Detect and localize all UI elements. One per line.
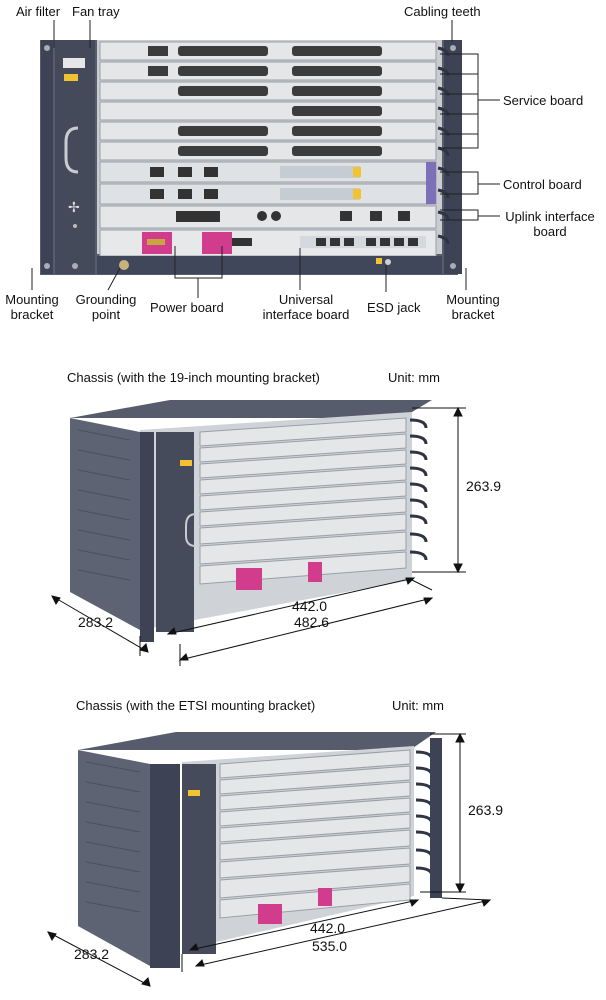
caption-19inch: Chassis (with the 19-inch mounting brack… — [67, 370, 320, 385]
connector — [178, 146, 268, 156]
esd-jack — [385, 259, 391, 265]
power-board — [202, 232, 232, 254]
label-air-filter: Air filter — [16, 4, 61, 19]
left-bracket-19 — [140, 432, 154, 642]
bracket-screw — [44, 45, 50, 51]
label-mounting-bracket-right: Mounting bracket — [446, 292, 500, 322]
cabling-teeth — [437, 46, 450, 245]
etsi-right-bracket — [430, 738, 442, 898]
unit-19inch: Unit: mm — [388, 370, 440, 385]
label-control-board: Control board — [503, 177, 582, 192]
label-fan-tray: Fan tray — [72, 4, 120, 19]
label-power-board: Power board — [150, 300, 224, 315]
unit-etsi: Unit: mm — [392, 698, 444, 713]
bracket-screw — [450, 263, 456, 269]
connector — [292, 106, 382, 116]
dim-etsi-width-body: 442.0 — [310, 920, 346, 936]
bracket-screw — [72, 263, 78, 269]
dim-19-height: 263.9 — [466, 478, 502, 494]
warning-label — [64, 74, 78, 81]
chassis-top-etsi — [78, 732, 436, 750]
connector — [292, 146, 382, 156]
label-mounting-bracket-left: Mounting bracket — [5, 292, 59, 322]
connector — [178, 126, 268, 136]
bracket-screw — [450, 45, 456, 51]
connector — [292, 86, 382, 96]
label-uplink-interface-board: Uplink interface board — [505, 209, 595, 239]
bracket-screw — [44, 263, 50, 269]
connector — [178, 46, 268, 56]
cabling-teeth-19 — [409, 418, 428, 561]
control-boards — [99, 161, 437, 205]
fan-tray-handle — [64, 126, 79, 174]
front-view-diagram: ✢ — [31, 20, 500, 298]
label-cabling-teeth: Cabling teeth — [404, 4, 481, 19]
dim-19-depth: 283.2 — [78, 614, 114, 630]
chassis-top — [70, 400, 432, 418]
grounding-point — [119, 260, 129, 270]
fan-led — [73, 224, 77, 228]
etsi-left-bracket — [150, 764, 180, 968]
dim-19-width-body: 442.0 — [292, 598, 328, 614]
connector — [148, 46, 168, 56]
dim-etsi-depth: 283.2 — [74, 946, 110, 962]
leader-lines — [31, 20, 500, 298]
connector — [292, 126, 382, 136]
boards-19 — [199, 417, 407, 585]
connector — [292, 46, 382, 56]
left-mounting-bracket — [41, 40, 53, 274]
connector — [178, 66, 268, 76]
label-service-board: Service board — [503, 93, 584, 108]
connector — [178, 86, 268, 96]
chassis-bottom — [97, 256, 442, 274]
service-boards — [99, 41, 437, 161]
label-esd-jack: ESD jack — [367, 300, 421, 315]
dim-etsi-width-total: 535.0 — [312, 938, 348, 954]
cabling-teeth-etsi — [415, 750, 434, 877]
right-mounting-bracket — [444, 40, 462, 274]
connector — [292, 66, 382, 76]
caption-etsi: Chassis (with the ETSI mounting bracket) — [76, 698, 316, 713]
connector — [148, 66, 168, 76]
label-universal-interface-board: Universal interface board — [262, 292, 350, 322]
fan-icon: ✢ — [68, 199, 80, 215]
dim-etsi-height: 263.9 — [468, 802, 504, 818]
fan-tray-label — [63, 58, 85, 68]
dim-19-width-total: 482.6 — [294, 614, 330, 630]
boards-etsi — [219, 749, 411, 919]
label-grounding-point: Grounding point — [75, 292, 137, 322]
chassis-side — [70, 418, 140, 630]
